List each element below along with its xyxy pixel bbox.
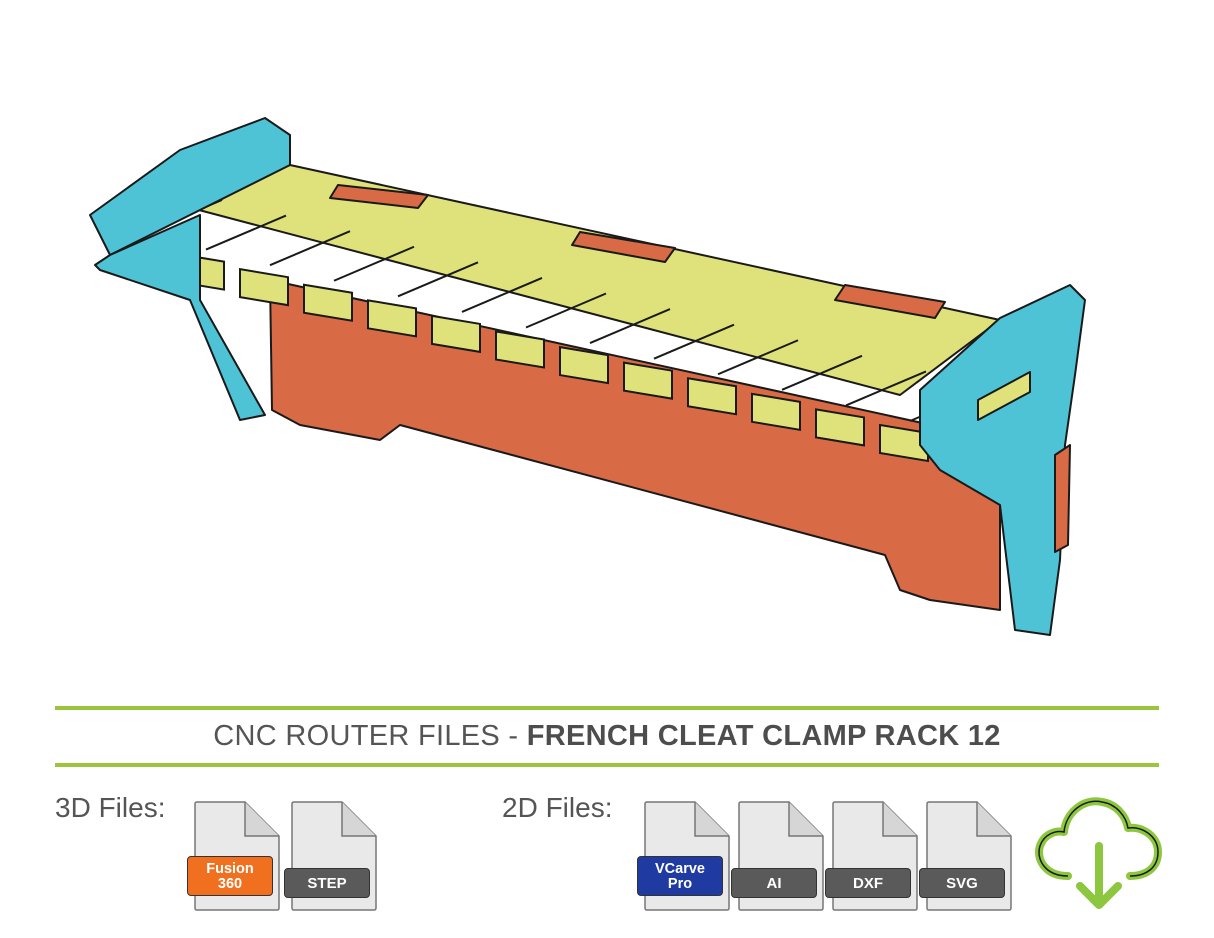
finger-tab [239, 267, 289, 307]
file-icon[interactable]: SVG [919, 800, 1013, 912]
badge-line-1: Fusion [206, 861, 254, 877]
finger-slot [333, 245, 415, 282]
finger-slot [397, 261, 479, 298]
insert-2 [571, 231, 676, 263]
badge-line-1: AI [766, 875, 782, 892]
cloud-download-icon[interactable] [1030, 788, 1166, 912]
finger-tab [879, 423, 929, 463]
page-title: CNC ROUTER FILES - FRENCH CLEAT CLAMP RA… [55, 720, 1159, 760]
finger-tab [367, 299, 417, 338]
finger-slot [589, 308, 671, 345]
finger-slot [845, 370, 927, 407]
file-icon[interactable]: STEP [284, 800, 378, 912]
finger-tab [623, 361, 673, 400]
finger-slot [205, 214, 287, 251]
clamp-rack-render [89, 117, 1086, 636]
title-prefix: CNC ROUTER FILES - [213, 720, 527, 752]
bottom-divider [55, 763, 1159, 767]
finger-slot [461, 276, 543, 313]
insert-1 [329, 184, 429, 209]
left-bracket-leg [94, 214, 266, 421]
badge-line-2: Pro [667, 876, 693, 892]
finger-slot [525, 292, 607, 329]
badge-line-1: DXF [853, 875, 883, 892]
files-2d-label: 2D Files: [502, 792, 613, 823]
file-format-badge: DXF [825, 868, 911, 898]
badge-line-2: 360 [217, 876, 243, 892]
finger-tab [495, 330, 545, 369]
file-format-badge: SVG [919, 868, 1005, 898]
finger-tab [815, 408, 865, 447]
top-divider [55, 706, 1159, 710]
finger-tab [559, 345, 609, 385]
finger-tab [303, 283, 353, 322]
finger-tab [687, 377, 737, 416]
badge-line-1: SVG [946, 875, 978, 892]
finger-tab [751, 392, 801, 432]
insert-3 [834, 284, 946, 319]
finger-slot [269, 230, 351, 267]
file-icon[interactable]: AI [731, 800, 825, 912]
file-icon[interactable]: DXF [825, 800, 919, 912]
badge-line-1: STEP [307, 875, 347, 892]
finger-tab [431, 314, 481, 354]
file-format-badge: AI [731, 868, 817, 898]
finger-slot [781, 354, 863, 391]
file-format-badge: STEP [284, 868, 370, 898]
title-product: FRENCH CLEAT CLAMP RACK 12 [526, 720, 1001, 752]
back-panel [269, 279, 1001, 611]
files-3d-label: 3D Files: [55, 792, 166, 823]
right-bracket-slot [977, 371, 1031, 421]
finger-slot [717, 339, 799, 376]
badge-line-1: VCarve [655, 861, 705, 877]
right-bracket [919, 284, 1086, 636]
finger-slot [653, 323, 735, 360]
right-bracket-insert [1054, 444, 1071, 553]
